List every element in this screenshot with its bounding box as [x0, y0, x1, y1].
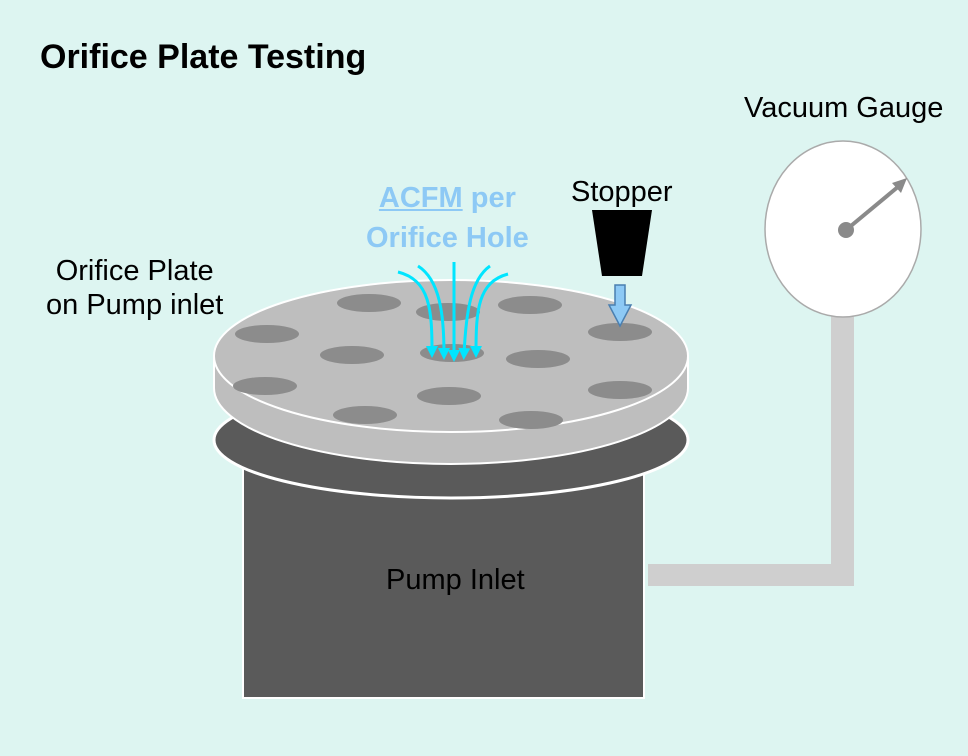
gauge-needle-icon [838, 178, 907, 238]
stopper-icon [592, 210, 652, 276]
orifice-holes [233, 294, 652, 429]
orifice-plate-label-line2: on Pump inlet [46, 289, 224, 321]
acfm-text: ACFM [378, 182, 463, 214]
airflow-arrows [397, 262, 509, 362]
orifice-hole [320, 346, 384, 364]
orifice-hole [233, 377, 297, 395]
stopper-arrow-icon [607, 284, 633, 328]
stopper-label: Stopper [571, 176, 673, 208]
orifice-hole [588, 381, 652, 399]
gauge-pipe-vertical [831, 310, 854, 586]
orifice-hole [333, 406, 397, 424]
orifice-hole [499, 411, 563, 429]
orifice-hole [417, 387, 481, 405]
orifice-hole [337, 294, 401, 312]
orifice-hole [498, 296, 562, 314]
orifice-hole-active [420, 344, 484, 362]
pump-inlet-label: Pump Inlet [386, 564, 525, 596]
orifice-hole [588, 323, 652, 341]
per-text: per [470, 182, 516, 214]
orifice-hole [416, 303, 480, 321]
airflow-arrow [458, 264, 491, 360]
orifice-hole [506, 350, 570, 368]
orifice-plate-label-line1: Orifice Plate [55, 255, 214, 287]
vacuum-gauge-label: Vacuum Gauge [744, 92, 944, 124]
page-title: Orifice Plate Testing [40, 38, 367, 76]
orifice-plate-label: Orifice Plate on Pump inlet [46, 254, 223, 322]
orifice-hole-text: Orifice Hole [366, 222, 529, 254]
orifice-hole [235, 325, 299, 343]
gauge-pipe-horizontal [648, 564, 854, 586]
airflow-arrow [397, 270, 438, 358]
airflow-arrow [470, 272, 509, 358]
acfm-label: ACFM per Orifice Hole [366, 178, 529, 258]
airflow-arrow [417, 264, 450, 360]
